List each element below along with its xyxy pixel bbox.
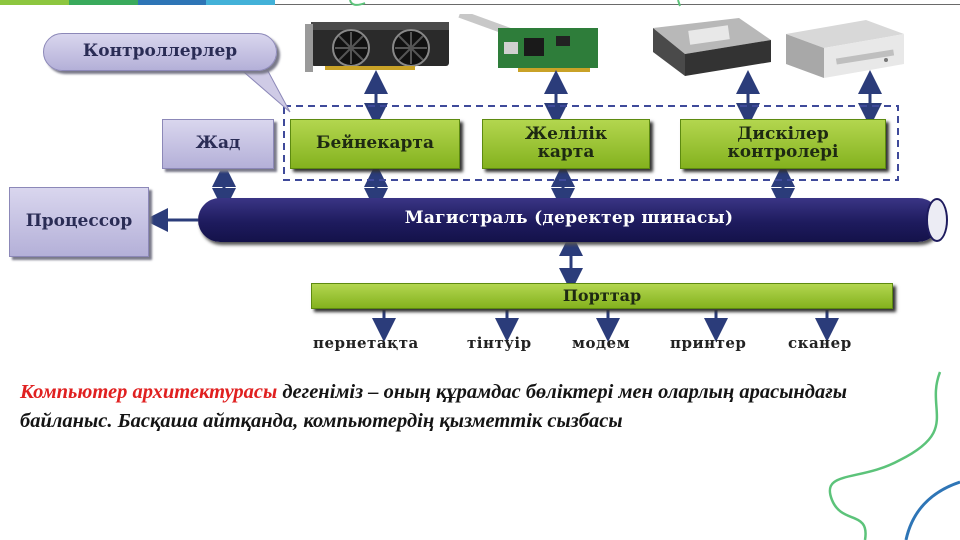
- top-divider-line: [275, 4, 960, 5]
- video-card-image: [305, 22, 449, 72]
- disk-controller-box: Дискілер контролері: [680, 119, 886, 169]
- disk-controller-label: Дискілер контролері: [727, 124, 839, 162]
- data-bus: [198, 198, 940, 242]
- peripheral-scanner: сканер: [788, 334, 852, 352]
- optical-drive-image: [786, 20, 904, 78]
- video-card-box: Бейнекарта: [290, 119, 460, 169]
- peripheral-mouse: тінтуір: [467, 334, 532, 352]
- controllers-callout-label: Контроллерлер: [82, 41, 238, 62]
- data-bus-end: [926, 198, 948, 242]
- network-card-label: Желілік карта: [524, 124, 608, 162]
- controllers-callout: Контроллерлер: [43, 33, 277, 71]
- network-card-box: Желілік карта: [482, 119, 650, 169]
- data-bus-label: Магистраль (деректер шинасы): [404, 208, 734, 228]
- hard-disk-image: [653, 18, 771, 76]
- processor-box: Процессор: [9, 187, 149, 257]
- video-card-label: Бейнекарта: [316, 133, 434, 154]
- peripheral-modem: модем: [572, 334, 631, 352]
- processor-label: Процессор: [25, 211, 133, 232]
- caption-highlight: Компьютер архитектурасы: [20, 381, 278, 403]
- peripheral-printer: принтер: [670, 334, 747, 352]
- top-accent-bar: [0, 0, 275, 5]
- peripheral-keyboard: пернетақта: [313, 334, 419, 352]
- caption-rest: дегеніміз – оның құрамдас бөліктері мен …: [20, 381, 848, 432]
- memory-label: Жад: [195, 133, 241, 154]
- ports-box: Порттар: [311, 283, 893, 309]
- ports-label: Порттар: [562, 285, 642, 305]
- memory-box: Жад: [162, 119, 274, 169]
- caption-text: Компьютер архитектурасы дегеніміз – оның…: [20, 378, 860, 436]
